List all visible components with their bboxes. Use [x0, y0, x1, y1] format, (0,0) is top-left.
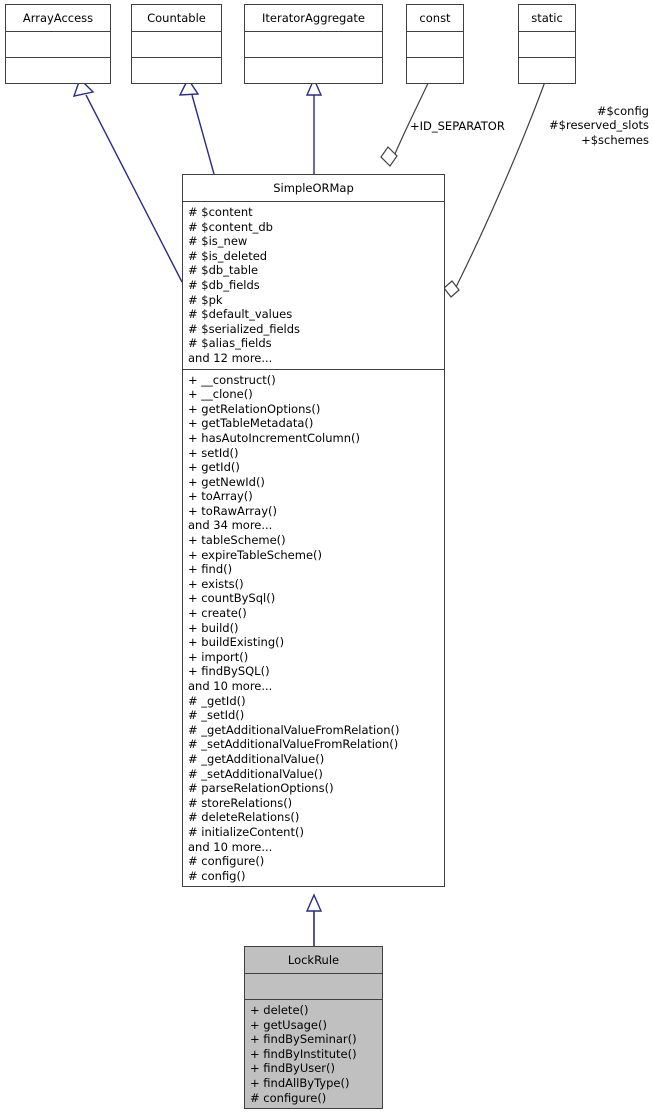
- class-member: + find(): [188, 562, 233, 577]
- class-title-arrayaccess: ArrayAccess: [6, 5, 110, 32]
- class-member: # $default_values: [188, 307, 293, 322]
- edge-label-static-config: #$config: [596, 104, 649, 118]
- class-member: + tableScheme(): [188, 533, 286, 548]
- class-member: # _setId(): [188, 708, 245, 723]
- class-member: + getRelationOptions(): [188, 401, 321, 416]
- class-member: # _getAdditionalValue(): [188, 751, 325, 766]
- class-member: # $alias_fields: [188, 336, 272, 351]
- class-member: # configure(): [250, 1090, 327, 1105]
- class-member: # _setAdditionalValue(): [188, 766, 323, 781]
- class-attributes-iteratoraggregate: [245, 32, 382, 58]
- class-member: # $content_db: [188, 219, 273, 234]
- class-member: + exists(): [188, 576, 244, 591]
- edge-simpleormap-arrayaccess: [72, 77, 183, 283]
- class-member: # deleteRelations(): [188, 810, 300, 825]
- edge-lockrule-simpleormap: [305, 893, 323, 946]
- class-member: # $is_new: [188, 234, 248, 249]
- class-operations-arrayaccess: [6, 58, 110, 83]
- class-member: + toRawArray(): [188, 503, 277, 518]
- class-member: # parseRelationOptions(): [188, 781, 334, 796]
- edge-label-static-reserved-slots: #$reserved_slots: [549, 118, 649, 132]
- class-member: + getUsage(): [250, 1017, 327, 1032]
- class-member: # $db_table: [188, 263, 259, 278]
- class-member: # $content: [188, 205, 253, 219]
- class-box-countable[interactable]: Countable: [131, 4, 222, 84]
- class-operations-const: [407, 58, 463, 83]
- class-operations-iteratoraggregate: [245, 58, 382, 83]
- class-member: and 12 more...: [188, 350, 273, 365]
- class-member: # configure(): [188, 854, 265, 869]
- class-operations-countable: [132, 58, 221, 83]
- class-member: + expireTableScheme(): [188, 547, 322, 562]
- class-box-iteratoraggregate[interactable]: IteratorAggregate: [244, 4, 383, 84]
- class-member: and 34 more...: [188, 518, 273, 533]
- class-member: + hasAutoIncrementColumn(): [188, 430, 360, 445]
- class-attributes-simpleormap: # $content# $content_db# $is_new# $is_de…: [183, 202, 444, 370]
- class-box-lockrule[interactable]: LockRule + delete()+ getUsage()+ findByS…: [244, 946, 383, 1110]
- class-member: # storeRelations(): [188, 795, 293, 810]
- class-member: + findByInstitute(): [250, 1046, 357, 1061]
- class-member: + findByUser(): [250, 1061, 336, 1076]
- edge-label-static-schemes: +$schemes: [581, 133, 649, 147]
- class-member: + countBySql(): [188, 591, 276, 606]
- class-member: # $is_deleted: [188, 248, 268, 263]
- class-member: + findBySQL(): [188, 664, 270, 679]
- class-title-const: const: [407, 5, 463, 32]
- class-member: # _setAdditionalValueFromRelation(): [188, 737, 399, 752]
- class-title-static: static: [519, 5, 575, 32]
- class-member: + setId(): [188, 445, 239, 460]
- class-member: + buildExisting(): [188, 635, 285, 650]
- class-title-lockrule: LockRule: [245, 947, 382, 974]
- class-attributes-arrayaccess: [6, 32, 110, 58]
- class-member: and 10 more...: [188, 839, 273, 854]
- class-member: # initializeContent(): [188, 824, 304, 839]
- class-member: + getId(): [188, 460, 240, 475]
- class-member: + __construct(): [188, 372, 276, 387]
- class-attributes-const: [407, 32, 463, 58]
- edge-simpleormap-countable: [178, 77, 215, 175]
- class-title-countable: Countable: [132, 5, 221, 32]
- edge-simpleormap-iteratoraggregate: [305, 77, 323, 174]
- class-member: + __clone(): [188, 387, 253, 402]
- class-attributes-lockrule: [245, 974, 382, 1000]
- class-member: + findBySeminar(): [250, 1032, 357, 1047]
- class-box-arrayaccess[interactable]: ArrayAccess: [5, 4, 111, 84]
- class-box-static[interactable]: static: [518, 4, 576, 84]
- class-member: + getNewId(): [188, 474, 265, 489]
- class-member: # config(): [188, 868, 246, 883]
- class-member: + findAllByType(): [250, 1075, 350, 1090]
- class-member: + delete(): [250, 1003, 309, 1017]
- class-box-simpleormap[interactable]: SimpleORMap # $content# $content_db# $is…: [182, 174, 445, 888]
- class-member: + import(): [188, 649, 249, 664]
- class-member: + getTableMetadata(): [188, 416, 314, 431]
- class-member: and 10 more...: [188, 679, 273, 693]
- class-member: + build(): [188, 620, 239, 635]
- class-box-const[interactable]: const: [406, 4, 464, 84]
- class-member: # $db_fields: [188, 277, 260, 292]
- edge-label-const: +ID_SEPARATOR: [410, 119, 505, 133]
- class-member: + create(): [188, 606, 247, 621]
- class-operations-lockrule: + delete()+ getUsage()+ findBySeminar()+…: [245, 1000, 382, 1108]
- class-attributes-countable: [132, 32, 221, 58]
- class-member: + toArray(): [188, 489, 253, 504]
- class-operations-static: [519, 58, 575, 83]
- class-member: # $serialized_fields: [188, 321, 301, 336]
- class-attributes-static: [519, 32, 575, 58]
- class-title-simpleormap: SimpleORMap: [183, 175, 444, 202]
- class-member: # _getId(): [188, 693, 246, 708]
- class-member: # $pk: [188, 292, 223, 307]
- class-member: # _getAdditionalValueFromRelation(): [188, 722, 400, 737]
- class-title-iteratoraggregate: IteratorAggregate: [245, 5, 382, 32]
- class-operations-simpleormap: + __construct()+ __clone()+ getRelationO…: [183, 370, 444, 887]
